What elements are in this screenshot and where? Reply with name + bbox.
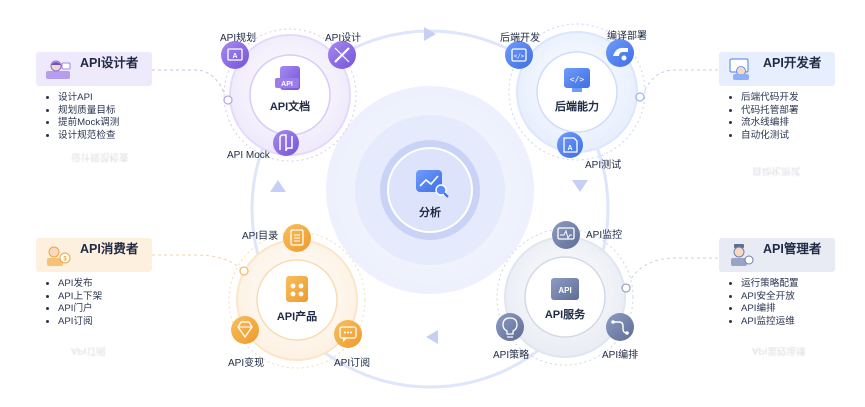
designer-reflection: 设计规范检查	[71, 151, 129, 162]
product-node-dashed-ring	[228, 231, 366, 369]
role-card-consumer: $ API消费者 API发布 API上下架 API门户 API订阅	[36, 238, 152, 328]
role-card-designer: API设计者 设计API 规划质量目标 提前Mock调测 设计规范检查	[36, 52, 152, 142]
designer-leader-dot	[223, 95, 233, 105]
compile-deploy-icon	[606, 39, 634, 67]
label-api-monitor: API监控	[586, 230, 623, 241]
role-item-list: 设计API 规划质量目标 提前Mock调测 设计规范检查	[36, 92, 152, 142]
service-node-dashed-ring	[496, 228, 634, 366]
role-item: API编排	[741, 303, 835, 316]
svg-text:</>: </>	[570, 75, 585, 84]
role-title: API消费者	[80, 242, 139, 256]
designer-leader-line	[152, 69, 226, 96]
api-mock-icon	[273, 130, 299, 156]
consumer-avatar-icon: $	[47, 246, 71, 266]
role-item: API订阅	[58, 316, 152, 329]
label-api-mock: API Mock	[227, 150, 270, 161]
label-api-test: API测试	[585, 160, 622, 171]
role-item: API发布	[58, 278, 152, 291]
api-strategy-icon	[496, 313, 524, 341]
api-monitor-icon	[552, 221, 580, 249]
svg-text:A: A	[567, 145, 572, 152]
arrow-bottom	[426, 330, 438, 344]
api-product-icon	[286, 276, 308, 302]
arrow-right	[572, 180, 588, 192]
svg-text:$: $	[63, 257, 67, 263]
role-item: API上下架	[58, 291, 152, 304]
manager-reflection: API监控运维	[752, 345, 806, 356]
arrow-top	[424, 27, 436, 41]
label-compile-deploy: 编译部署	[607, 31, 647, 42]
role-item: 代码托管部署	[741, 105, 835, 118]
doc-node-dashed-ring	[223, 28, 357, 162]
api-subscribe-icon	[334, 320, 362, 348]
api-service-icon: API	[551, 278, 579, 300]
role-item: API监控运维	[741, 316, 835, 329]
developer-avatar-icon	[729, 58, 749, 80]
designer-avatar-icon	[46, 60, 71, 79]
developer-reflection: 自动化测试	[752, 165, 800, 176]
role-item: 设计规范检查	[58, 130, 152, 143]
developer-leader-dot	[635, 92, 645, 102]
role-item: 流水线编排	[741, 117, 835, 130]
api-orchestrate-icon	[606, 313, 634, 341]
role-item: 后端代码开发	[741, 92, 835, 105]
product-node-title: API产品	[277, 309, 317, 323]
label-api-plan: API规划	[220, 33, 257, 44]
doc-node-title: API文档	[270, 99, 310, 113]
svg-text:A: A	[232, 53, 237, 60]
role-item-list: 运行策略配置 API安全开放 API编排 API监控运维	[719, 278, 835, 328]
consumer-leader-dot	[239, 266, 249, 276]
label-api-catalog: API目录	[242, 231, 279, 242]
role-card-developer: API开发者 后端代码开发 代码托管部署 流水线编排 自动化测试	[719, 52, 835, 142]
api-monetize-icon	[231, 316, 259, 344]
manager-leader-line	[629, 257, 718, 281]
role-item-list: 后端代码开发 代码托管部署 流水线编排 自动化测试	[719, 92, 835, 142]
center-label: 分析	[419, 205, 441, 219]
arrow-left	[270, 180, 286, 192]
api-test-icon: A	[557, 132, 583, 158]
developer-leader-line	[644, 69, 718, 91]
label-api-orchestrate: API编排	[602, 350, 639, 361]
consumer-reflection: API订阅	[71, 345, 106, 356]
role-title: API设计者	[80, 56, 139, 70]
manager-avatar-icon	[731, 244, 754, 266]
backend-dev-icon: </>	[505, 41, 533, 69]
role-item-list: API发布 API上下架 API门户 API订阅	[36, 278, 152, 328]
role-card-header: API开发者	[719, 52, 835, 86]
label-api-design: API设计	[325, 33, 362, 44]
role-item: 设计API	[58, 92, 152, 105]
role-card-header: $ API消费者	[36, 238, 152, 272]
label-api-subscribe: API订阅	[334, 358, 371, 369]
role-title: API管理者	[763, 242, 822, 256]
api-design-icon	[328, 41, 356, 69]
label-api-monetize: API变现	[228, 358, 265, 369]
svg-text:</>: </>	[514, 53, 525, 60]
role-title: API开发者	[763, 56, 822, 70]
role-card-header: API设计者	[36, 52, 152, 86]
api-catalog-icon	[283, 224, 311, 252]
role-item: 规划质量目标	[58, 105, 152, 118]
role-item: 自动化测试	[741, 130, 835, 143]
role-card-header: API管理者	[719, 238, 835, 272]
api-plan-icon: A	[221, 41, 249, 69]
backend-icon: </>	[564, 68, 590, 92]
api-doc-icon: API	[275, 66, 300, 90]
manager-leader-dot	[621, 283, 631, 293]
service-chip-text: API	[558, 286, 571, 295]
analysis-icon	[416, 170, 449, 198]
label-backend-dev: 后端开发	[500, 33, 540, 44]
service-node-title: API服务	[545, 307, 586, 321]
role-item: 运行策略配置	[741, 278, 835, 291]
label-api-strategy: API策略	[493, 350, 530, 361]
backend-node-title: 后端能力	[555, 99, 599, 113]
consumer-leader-line	[152, 254, 241, 269]
role-item: 提前Mock调测	[58, 117, 152, 130]
role-item: API门户	[58, 303, 152, 316]
doc-chip-text: API	[281, 81, 293, 88]
backend-node-dashed-ring	[508, 23, 646, 161]
role-card-manager: API管理者 运行策略配置 API安全开放 API编排 API监控运维	[719, 238, 835, 328]
role-item: API安全开放	[741, 291, 835, 304]
